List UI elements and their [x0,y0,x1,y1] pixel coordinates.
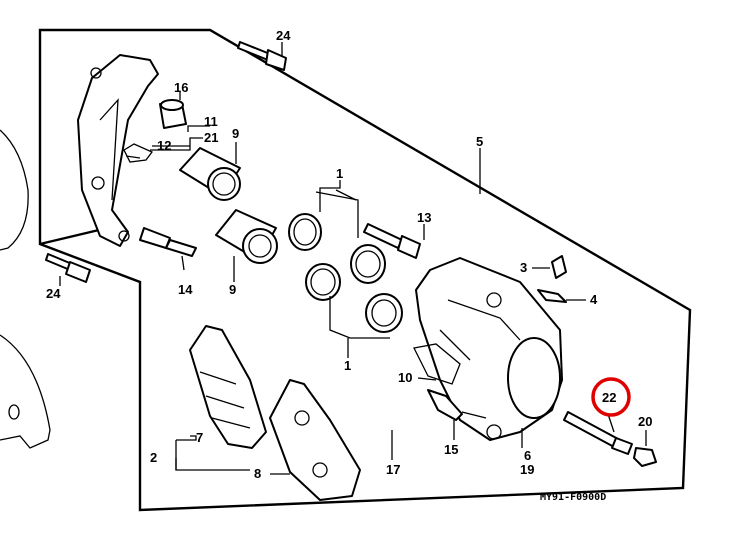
bolt-14 [139,227,197,257]
highlight-circle-22 [591,377,631,417]
caliper-bracket [77,54,159,247]
callout-24-top: 24 [276,28,291,43]
callout-13: 13 [417,210,431,225]
callout-22: 22 [602,390,616,405]
bolt-15 [427,389,463,421]
callout-1-lower: 1 [344,358,351,373]
leader-lines [59,42,647,475]
callout-5: 5 [476,134,483,149]
callout-12: 12 [157,138,171,153]
callout-9-upper: 9 [232,126,239,141]
bolt-13 [363,223,421,259]
brake-pad-7 [189,325,267,449]
caliper-body [415,257,563,441]
bleeder-3 [551,255,567,279]
piston-9-upper [179,147,241,201]
bolt-24-top [237,41,287,71]
callout-7: 7 [196,430,203,445]
disc-edge-shape [0,334,51,449]
fork-edge-shape [0,129,29,251]
callout-1-upper: 1 [336,166,343,181]
piston-9-lower [215,209,278,264]
seal-set-1 [288,191,403,339]
callout-16: 16 [174,80,188,95]
callout-14: 14 [178,282,193,297]
nut-20 [633,447,657,467]
diagram-code: MY91-F0900D [540,492,606,503]
clip-12 [123,143,154,163]
callout-15: 15 [444,442,458,457]
callout-11: 11 [204,114,218,129]
fitting-4 [537,289,567,303]
assembly-frame [38,28,692,512]
callout-4: 4 [590,292,598,307]
brake-pad-8 [269,379,361,501]
callout-21: 21 [204,130,218,145]
callout-19: 19 [520,462,534,477]
callout-24-left: 24 [46,286,61,301]
pin-22 [563,411,633,455]
callout-17: 17 [386,462,400,477]
callout-10: 10 [398,370,412,385]
bolt-24-left [45,253,91,283]
callout-2: 2 [150,450,157,465]
callout-9-lower: 9 [229,282,236,297]
shim-10 [413,343,461,385]
callout-20: 20 [638,414,652,429]
callout-3: 3 [520,260,527,275]
disc-hole [8,404,20,420]
pin-boot-16 [159,99,187,129]
callout-6: 6 [524,448,531,463]
callout-8: 8 [254,466,261,481]
